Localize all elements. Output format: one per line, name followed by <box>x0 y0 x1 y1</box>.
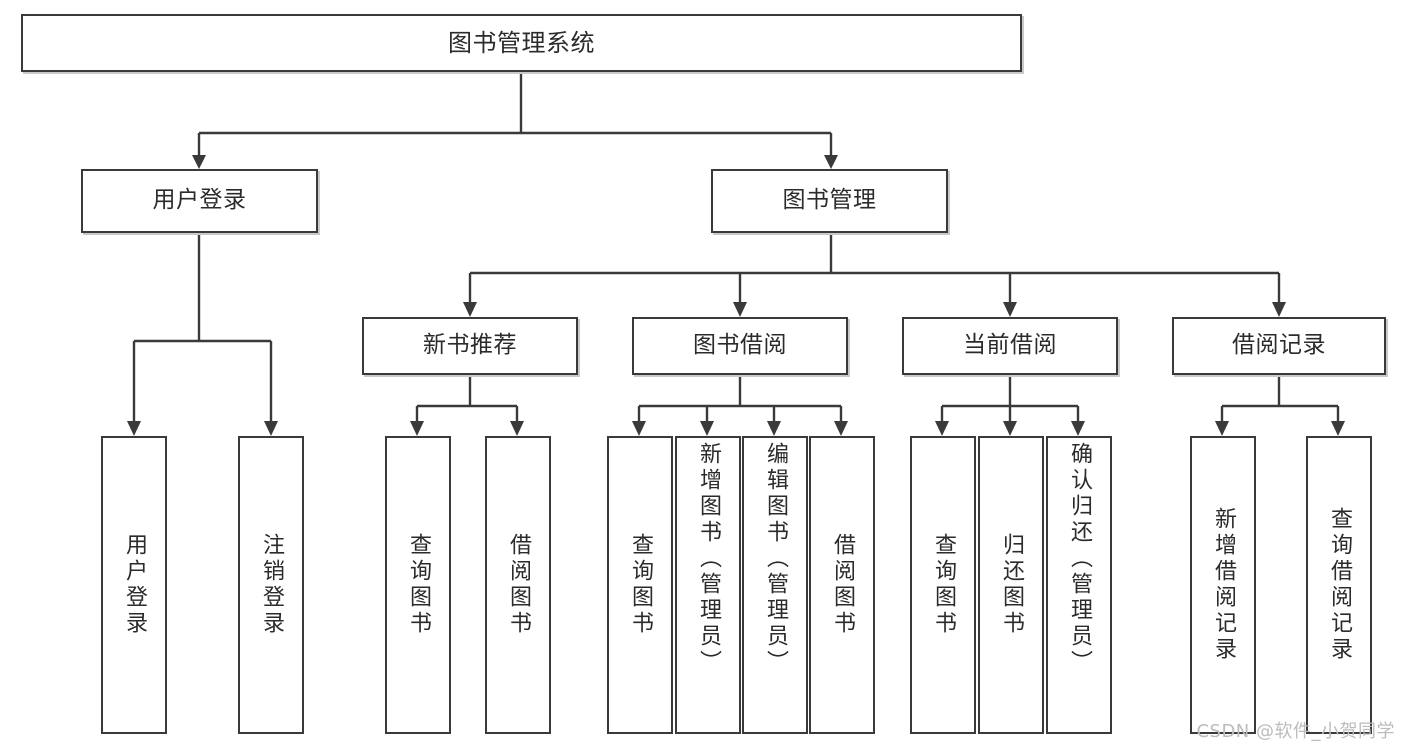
node-label: 用户登录 <box>152 187 247 214</box>
node-label: 用户登录 <box>122 533 147 637</box>
node-label: 借阅图书 <box>830 533 855 637</box>
node-label: 借阅图书 <box>506 533 531 637</box>
node-label: 图书借阅 <box>693 332 787 359</box>
node-label: 查询图书 <box>406 533 431 637</box>
leaf-query-borrow-record[interactable]: 查询借阅记录 <box>1306 436 1372 734</box>
node-root-system[interactable]: 图书管理系统 <box>21 14 1022 72</box>
leaf-query-book-newbook[interactable]: 查询图书 <box>385 436 451 734</box>
node-label: 借阅记录 <box>1232 332 1326 359</box>
leaf-user-login[interactable]: 用户登录 <box>101 436 167 734</box>
node-borrow-record[interactable]: 借阅记录 <box>1172 317 1386 375</box>
node-label: 编辑图书（管理员） <box>763 442 788 676</box>
node-label: 新书推荐 <box>423 332 517 359</box>
leaf-edit-book-admin[interactable]: 编辑图书（管理员） <box>742 436 808 734</box>
node-label: 当前借阅 <box>963 332 1057 359</box>
leaf-add-borrow-record[interactable]: 新增借阅记录 <box>1190 436 1256 734</box>
node-label: 确认归还（管理员） <box>1067 442 1092 676</box>
csdn-watermark: CSDN @软件_小贺同学 <box>1196 721 1395 742</box>
leaf-query-book-current[interactable]: 查询图书 <box>910 436 976 734</box>
node-book-management[interactable]: 图书管理 <box>711 169 948 233</box>
node-label: 注销登录 <box>259 533 284 637</box>
leaf-confirm-return-admin[interactable]: 确认归还（管理员） <box>1046 436 1112 734</box>
leaf-return-book[interactable]: 归还图书 <box>978 436 1044 734</box>
node-label: 归还图书 <box>999 533 1024 637</box>
leaf-borrow-book[interactable]: 借阅图书 <box>809 436 875 734</box>
node-new-book-recommend[interactable]: 新书推荐 <box>362 317 578 375</box>
leaf-add-book-admin[interactable]: 新增图书（管理员） <box>675 436 741 734</box>
node-label: 查询借阅记录 <box>1327 507 1352 663</box>
leaf-borrow-book-newbook[interactable]: 借阅图书 <box>485 436 551 734</box>
leaf-logout-login[interactable]: 注销登录 <box>238 436 304 734</box>
leaf-query-book-borrow[interactable]: 查询图书 <box>607 436 673 734</box>
node-user-login[interactable]: 用户登录 <box>81 169 318 233</box>
node-label: 新增借阅记录 <box>1211 507 1236 663</box>
node-label: 查询图书 <box>931 533 956 637</box>
node-book-borrow[interactable]: 图书借阅 <box>632 317 848 375</box>
node-label: 图书管理 <box>782 187 877 214</box>
node-label: 查询图书 <box>628 533 653 637</box>
node-current-borrow[interactable]: 当前借阅 <box>902 317 1118 375</box>
node-label: 新增图书（管理员） <box>696 442 721 676</box>
node-label: 图书管理系统 <box>448 28 595 57</box>
